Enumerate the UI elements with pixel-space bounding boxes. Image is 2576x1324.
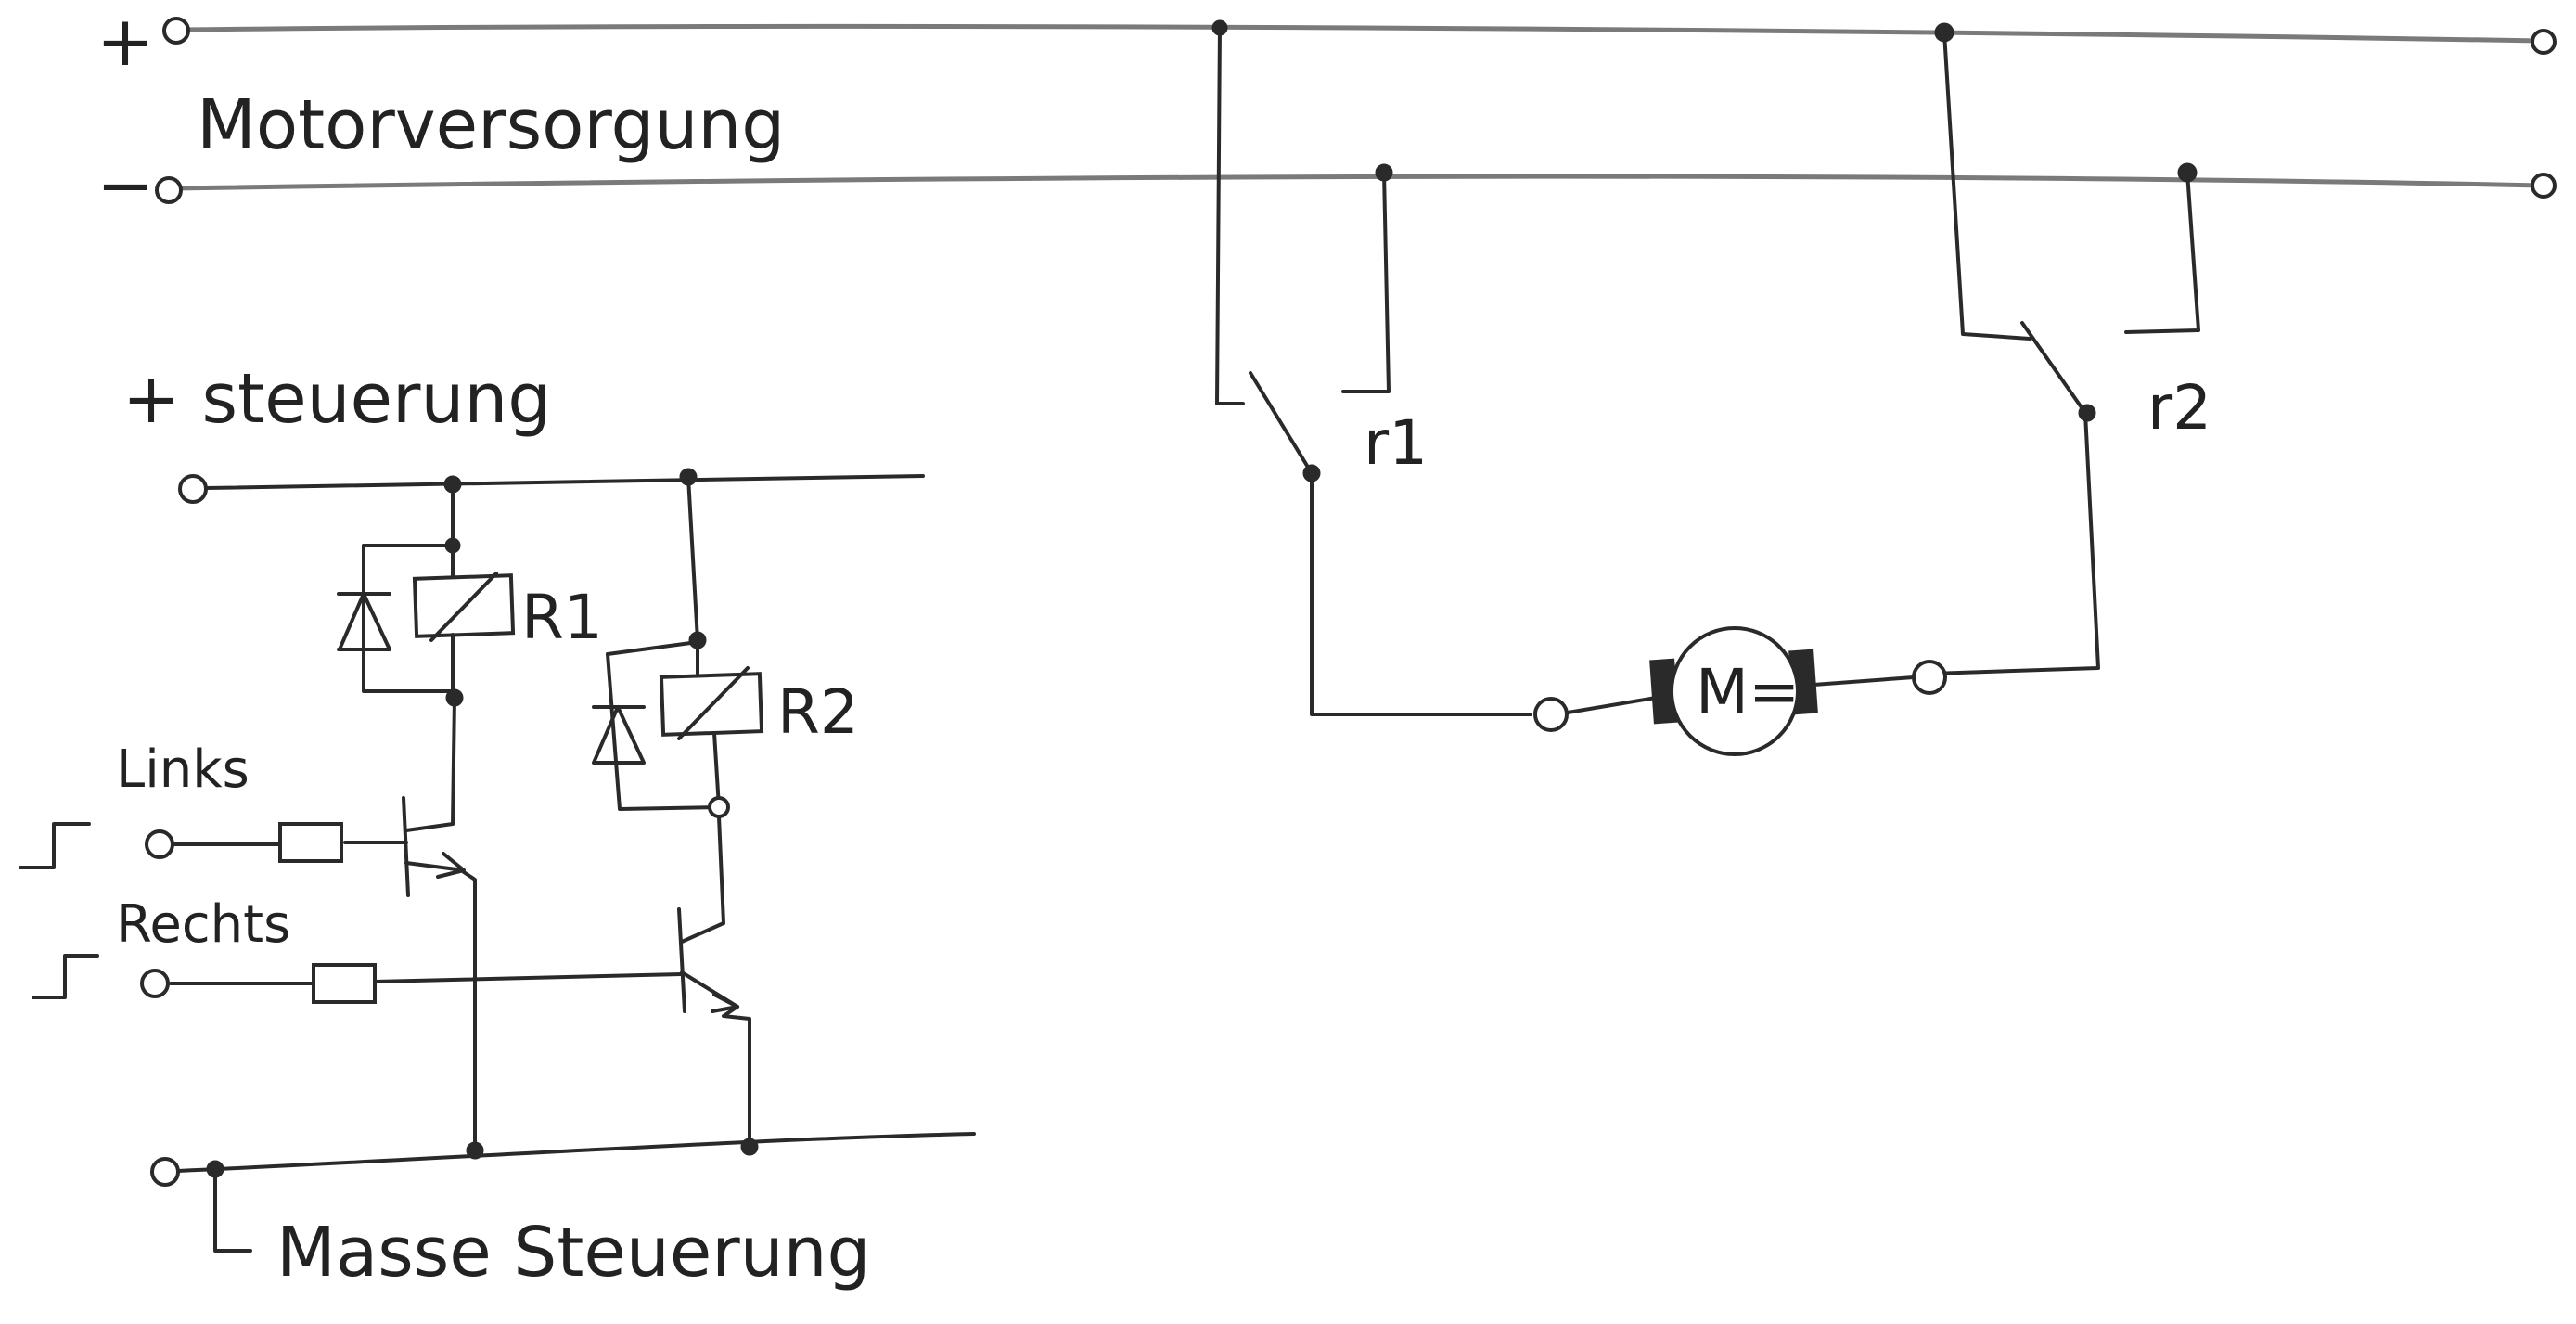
ground-label: Masse Steuerung	[276, 1213, 871, 1292]
control-plus-label: + steuerung	[122, 359, 551, 439]
input-rechts-terminal	[140, 969, 170, 998]
pulse-links-icon	[19, 822, 91, 869]
motor-circle	[1670, 626, 1800, 756]
resistor-rechts	[312, 963, 377, 1004]
control-plus-terminal	[178, 474, 208, 504]
relay-r2-diode	[592, 705, 646, 765]
motor-symbol	[1533, 626, 1947, 756]
contact-r1-label: r1	[1364, 407, 1428, 479]
control-plus-rail	[178, 468, 925, 504]
motor-minus-terminal-left	[155, 176, 183, 204]
motor-plus-terminal-right	[2531, 29, 2557, 55]
relay-r2-label: R2	[777, 676, 859, 748]
transistor-t1	[19, 796, 477, 1150]
pulse-rechts-icon	[32, 954, 99, 999]
contact-r2	[1929, 22, 2200, 675]
minus-sign: −	[96, 146, 154, 225]
motor-supply-label: Motorversorgung	[197, 85, 785, 165]
ground-rail	[150, 1132, 976, 1253]
resistor-links	[278, 822, 343, 863]
junction-r1-common	[1302, 464, 1321, 482]
ground-symbol	[213, 1167, 252, 1253]
motor-terminal-right	[1912, 660, 1947, 695]
motor-plus-terminal-left	[162, 17, 190, 45]
contact-r2-label: r2	[2147, 372, 2211, 443]
input-links-label: Links	[116, 739, 250, 800]
transistor-t2	[32, 907, 751, 1150]
ground-terminal	[150, 1157, 180, 1187]
relay-r2	[592, 475, 764, 925]
junction-r2-plus	[1934, 22, 1954, 43]
contact-r1	[1211, 19, 1532, 716]
input-rechts-label: Rechts	[116, 894, 290, 955]
junction-r2-minus	[2177, 162, 2198, 183]
junction-r2-common	[2078, 404, 2096, 422]
motor-plus-rail	[178, 23, 2544, 44]
motor-supply-rails	[155, 17, 2557, 204]
relay-r1-diode	[337, 592, 391, 651]
junction-r1-minus	[1375, 163, 1393, 182]
motor-minus-rail	[169, 174, 2544, 191]
input-links-terminal	[145, 829, 174, 859]
junction-r1-plus	[1211, 19, 1228, 36]
motor-label: M=	[1696, 656, 1800, 727]
motor-terminal-left	[1533, 697, 1569, 732]
relay-r1-coil	[412, 573, 516, 638]
plus-sign: +	[96, 2, 154, 82]
relay-r1-label: R1	[521, 582, 603, 653]
relay-r1	[337, 482, 516, 826]
motor-minus-terminal-right	[2531, 173, 2557, 199]
